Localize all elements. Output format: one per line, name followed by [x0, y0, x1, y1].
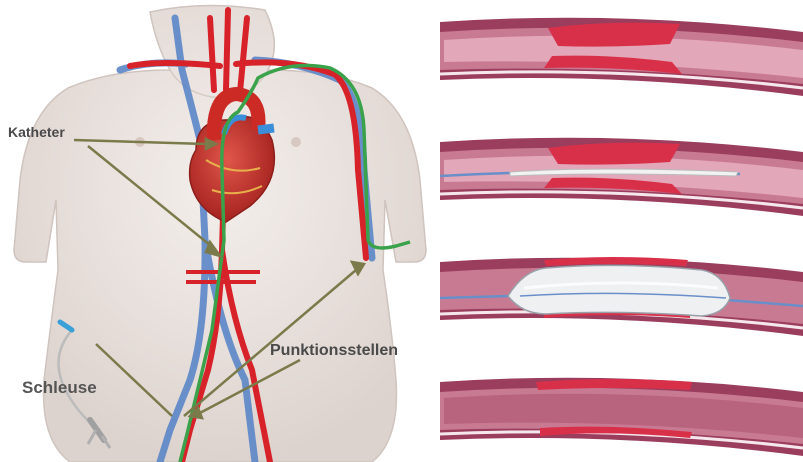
label-catheter: Katheter	[8, 124, 65, 140]
vessel-stage-dilated	[440, 368, 803, 460]
inflated-balloon	[508, 265, 730, 316]
plaque-top	[548, 23, 680, 47]
vessel-stage-stenosis	[440, 8, 803, 100]
vessel-stage-balloon	[440, 248, 803, 340]
vessel-stage-guidewire	[440, 128, 803, 220]
label-sheath: Schleuse	[22, 378, 97, 398]
label-puncture-sites: Punktionsstellen	[270, 342, 398, 360]
